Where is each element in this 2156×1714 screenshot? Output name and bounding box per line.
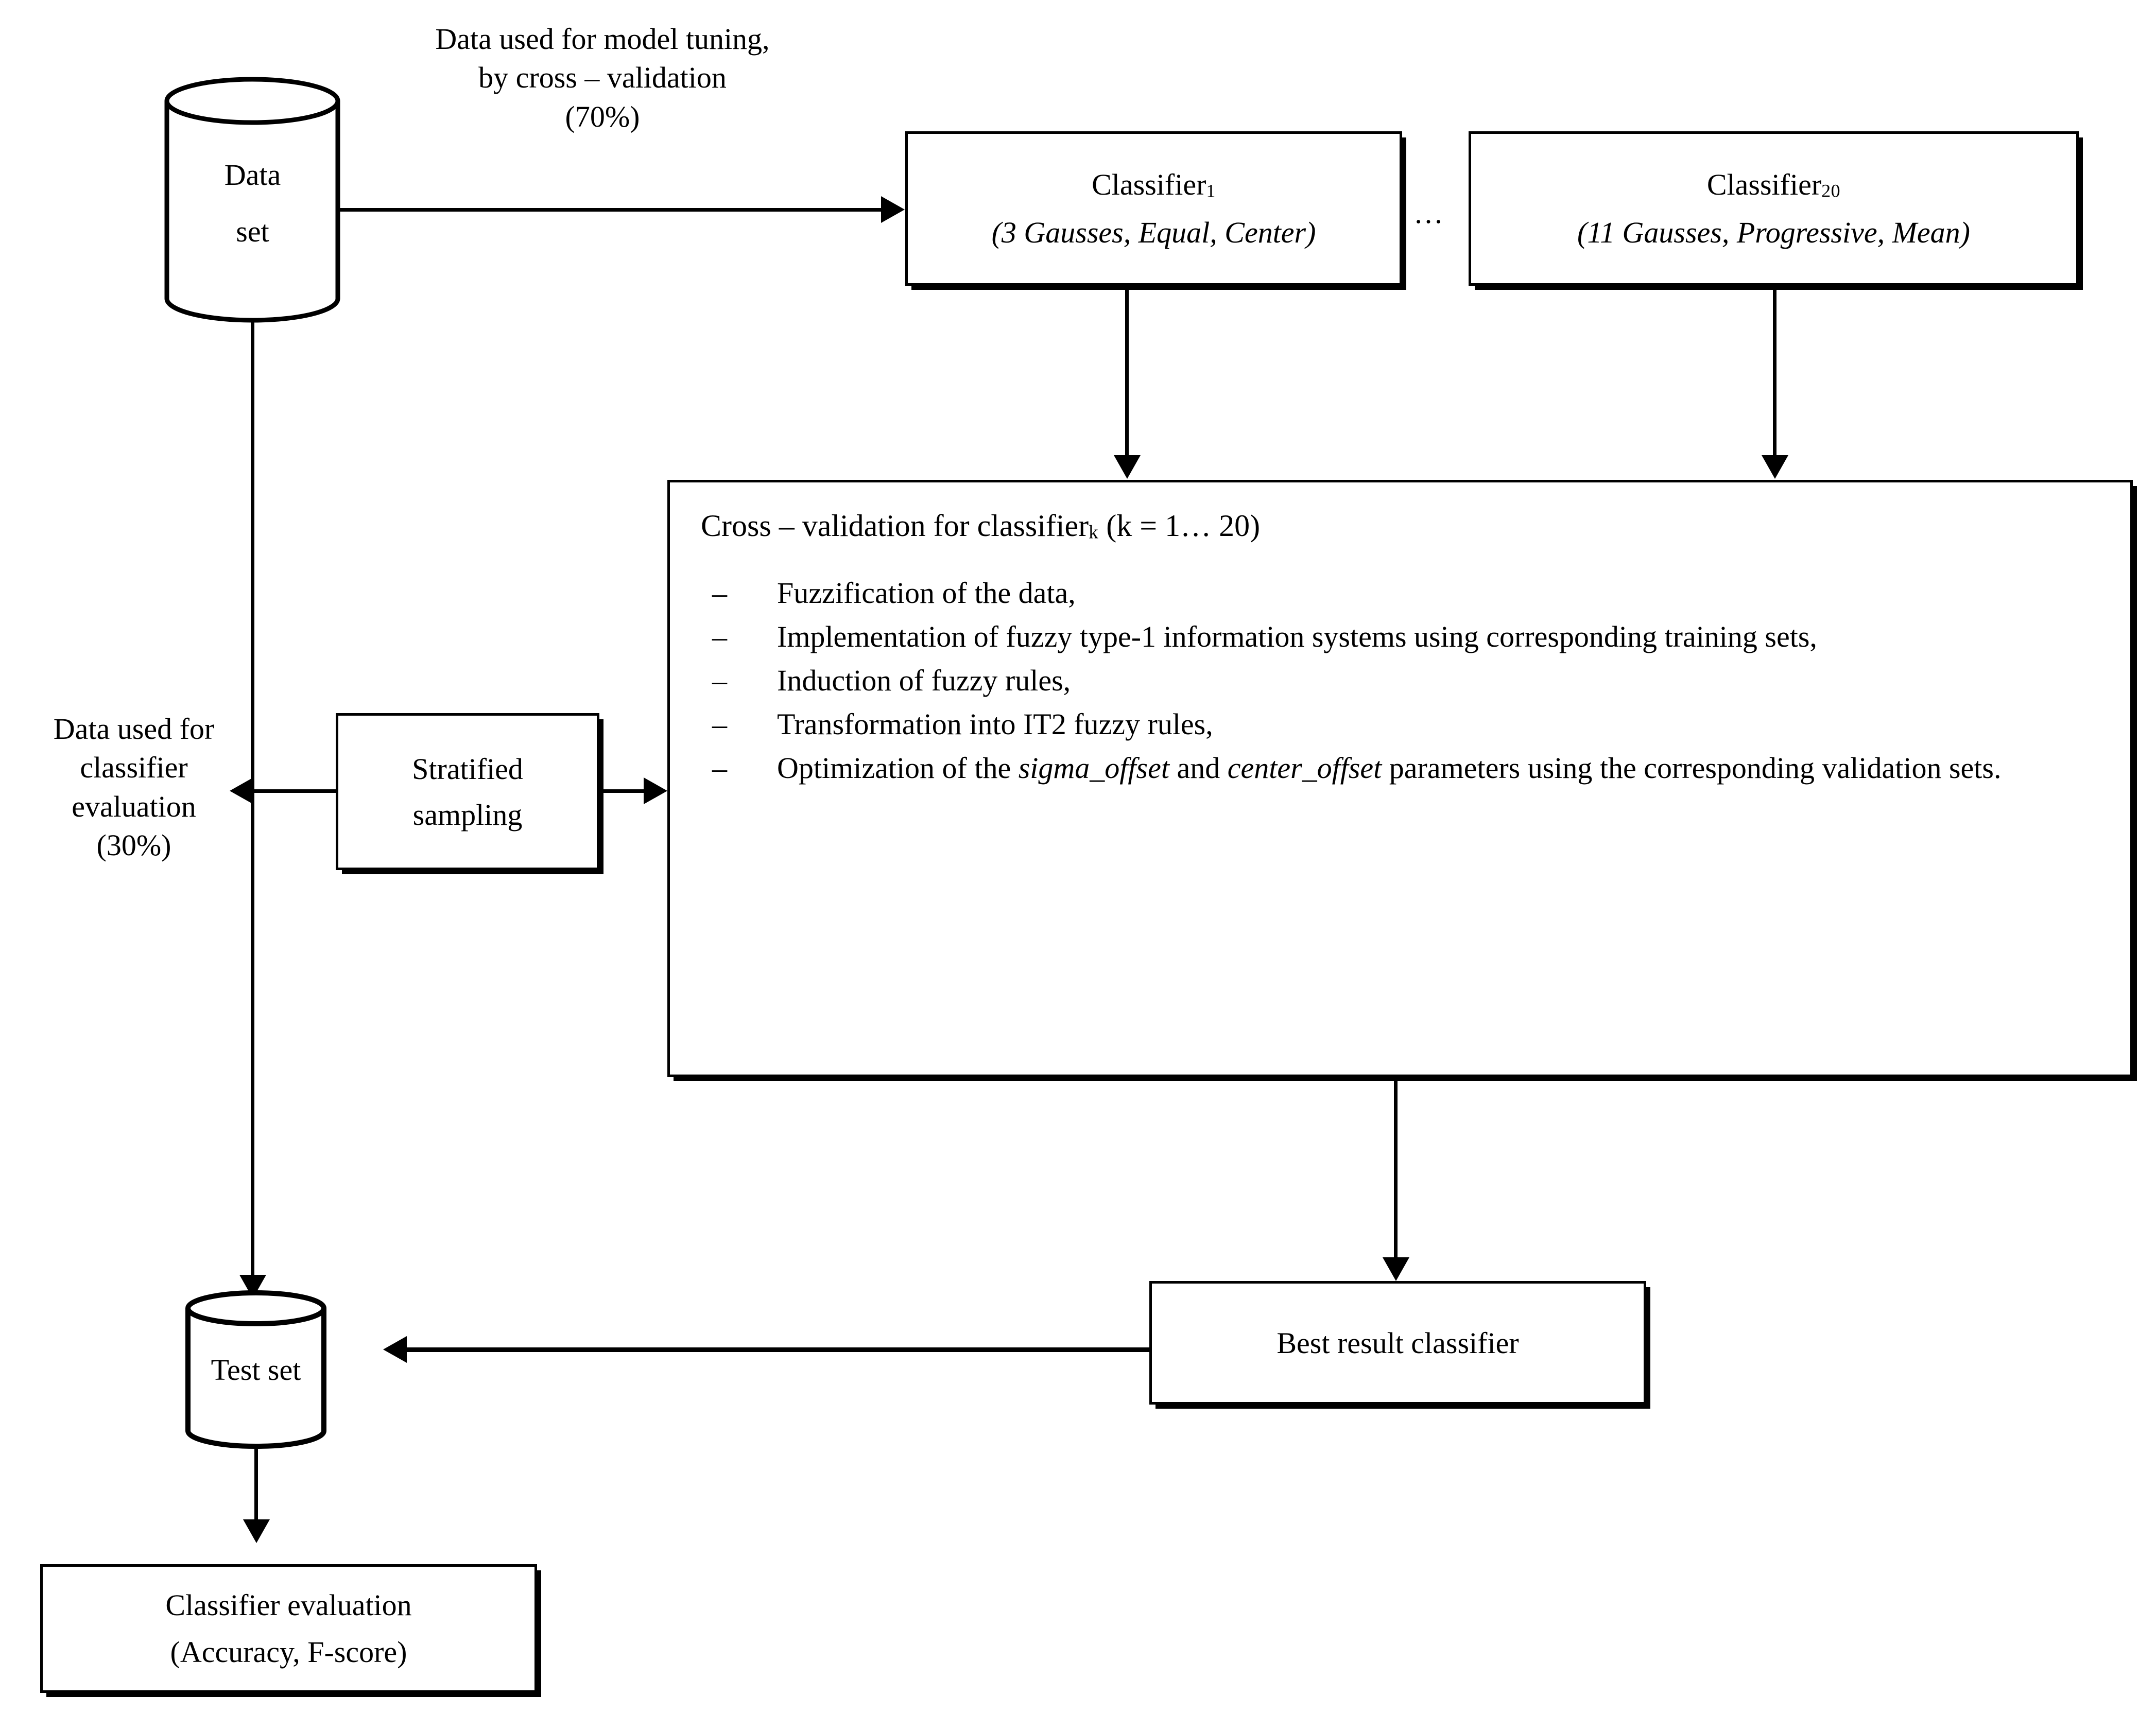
arrowhead-stratified-to-evalnote — [230, 777, 253, 804]
stratified-label-line2: sampling — [412, 798, 523, 832]
step-dash: – — [712, 664, 727, 697]
stratified-label-line1: Stratified — [412, 752, 523, 786]
edge-stratified-to-crossval — [599, 789, 646, 793]
cross-validation-steps: – Fuzzification of the data, – Implement… — [701, 576, 2102, 785]
step-dash: – — [712, 620, 727, 653]
classifier-1-title: Classifier1 — [1092, 167, 1216, 202]
cross-validation-title-suffix: (k = 1… 20) — [1098, 509, 1261, 543]
step-em-sigma-offset: sigma_offset — [1018, 751, 1169, 785]
cross-validation-box[interactable]: Cross – validation for classifierk (k = … — [667, 480, 2133, 1077]
step-item: – Induction of fuzzy rules, — [701, 663, 2102, 698]
edge-dataset-to-classifier1 — [338, 208, 881, 212]
edge-crossval-to-bestresult — [1394, 1080, 1398, 1259]
classifier-1-name: Classifier — [1092, 168, 1206, 201]
evaluation-note-line2: classifier — [80, 751, 188, 785]
edge-classifier1-to-crossval — [1125, 288, 1129, 457]
tuning-note-line1: Data used for model tuning, — [435, 22, 770, 56]
edge-bestresult-to-testset — [407, 1347, 1149, 1352]
step-text-post: parameters using the corresponding valid… — [1382, 751, 2002, 785]
tuning-note-line3: (70%) — [565, 99, 640, 133]
step-dash: – — [712, 576, 727, 610]
stratified-sampling-box[interactable]: Stratified sampling — [336, 713, 599, 870]
cylinder-shape — [164, 77, 340, 323]
classifier-1-box[interactable]: Classifier1 (3 Gausses, Equal, Center) — [905, 131, 1402, 286]
classifier-20-index: 20 — [1821, 180, 1841, 201]
classifier-evaluation-box[interactable]: Classifier evaluation (Accuracy, F-score… — [40, 1564, 537, 1693]
best-result-classifier-box[interactable]: Best result classifier — [1149, 1281, 1646, 1405]
step-text: Fuzzification of the data, — [777, 576, 1076, 610]
step-text-pre: Optimization of the — [777, 751, 1019, 785]
tuning-note: Data used for model tuning, by cross – v… — [360, 20, 844, 136]
arrowhead-classifier1-to-crossval — [1114, 455, 1141, 479]
cross-validation-title-sub: k — [1089, 522, 1099, 543]
classifier-20-title: Classifier20 — [1707, 167, 1840, 202]
step-text: Transformation into IT2 fuzzy rules, — [777, 707, 1213, 741]
dataset-cylinder: Data set — [164, 76, 341, 323]
cylinder-shape — [185, 1290, 326, 1449]
step-text: Induction of fuzzy rules, — [777, 664, 1071, 697]
step-dash: – — [712, 707, 727, 741]
cross-validation-title-prefix: Cross – validation for classifier — [701, 509, 1089, 543]
classifier-20-name: Classifier — [1706, 168, 1822, 201]
arrowhead-dataset-to-classifier1 — [881, 196, 905, 223]
testset-cylinder: Test set — [184, 1290, 327, 1449]
step-item: – Optimization of the sigma_offset and c… — [701, 751, 2102, 785]
step-em-center-offset: center_offset — [1227, 751, 1382, 785]
classifier-1-params: (3 Gausses, Equal, Center) — [991, 216, 1316, 249]
step-dash: – — [712, 751, 727, 785]
classifier-20-params: (11 Gausses, Progressive, Mean) — [1577, 216, 1970, 249]
step-text-mid: and — [1169, 751, 1228, 785]
evaluation-note: Data used for classifier evaluation (30%… — [5, 709, 263, 865]
edge-classifier20-to-crossval — [1773, 288, 1776, 457]
classifiers-ellipsis: … — [1413, 196, 1448, 230]
tuning-note-line2: by cross – validation — [478, 61, 727, 95]
evaluation-note-line3: evaluation — [72, 789, 196, 823]
step-text: Implementation of fuzzy type-1 informati… — [777, 620, 1817, 653]
evaluation-label-line2: (Accuracy, F-score) — [170, 1635, 407, 1669]
evaluation-note-line1: Data used for — [53, 712, 215, 746]
testset-label: Test set — [211, 1353, 301, 1387]
classifier-1-index: 1 — [1206, 180, 1216, 201]
arrowhead-crossval-to-bestresult — [1383, 1257, 1409, 1281]
arrowhead-testset-to-evaluation — [243, 1519, 270, 1543]
classifier-20-box[interactable]: Classifier20 (11 Gausses, Progressive, M… — [1469, 131, 2079, 286]
edge-testset-to-evaluation — [254, 1447, 258, 1521]
step-item: – Fuzzification of the data, — [701, 576, 2102, 610]
edge-stratified-to-evalnote — [253, 789, 338, 793]
evaluation-note-line4: (30%) — [96, 828, 171, 862]
step-item: – Implementation of fuzzy type-1 informa… — [701, 619, 2102, 654]
dataset-label-line1: Data — [224, 158, 281, 192]
arrowhead-bestresult-to-testset — [383, 1336, 407, 1363]
cross-validation-title: Cross – validation for classifierk (k = … — [701, 508, 2102, 544]
best-result-label: Best result classifier — [1277, 1326, 1519, 1360]
arrowhead-classifier20-to-crossval — [1762, 455, 1788, 479]
evaluation-label-line1: Classifier evaluation — [165, 1588, 412, 1622]
arrowhead-stratified-to-crossval — [644, 777, 667, 804]
step-item: – Transformation into IT2 fuzzy rules, — [701, 707, 2102, 741]
dataset-label-line2: set — [236, 215, 269, 248]
